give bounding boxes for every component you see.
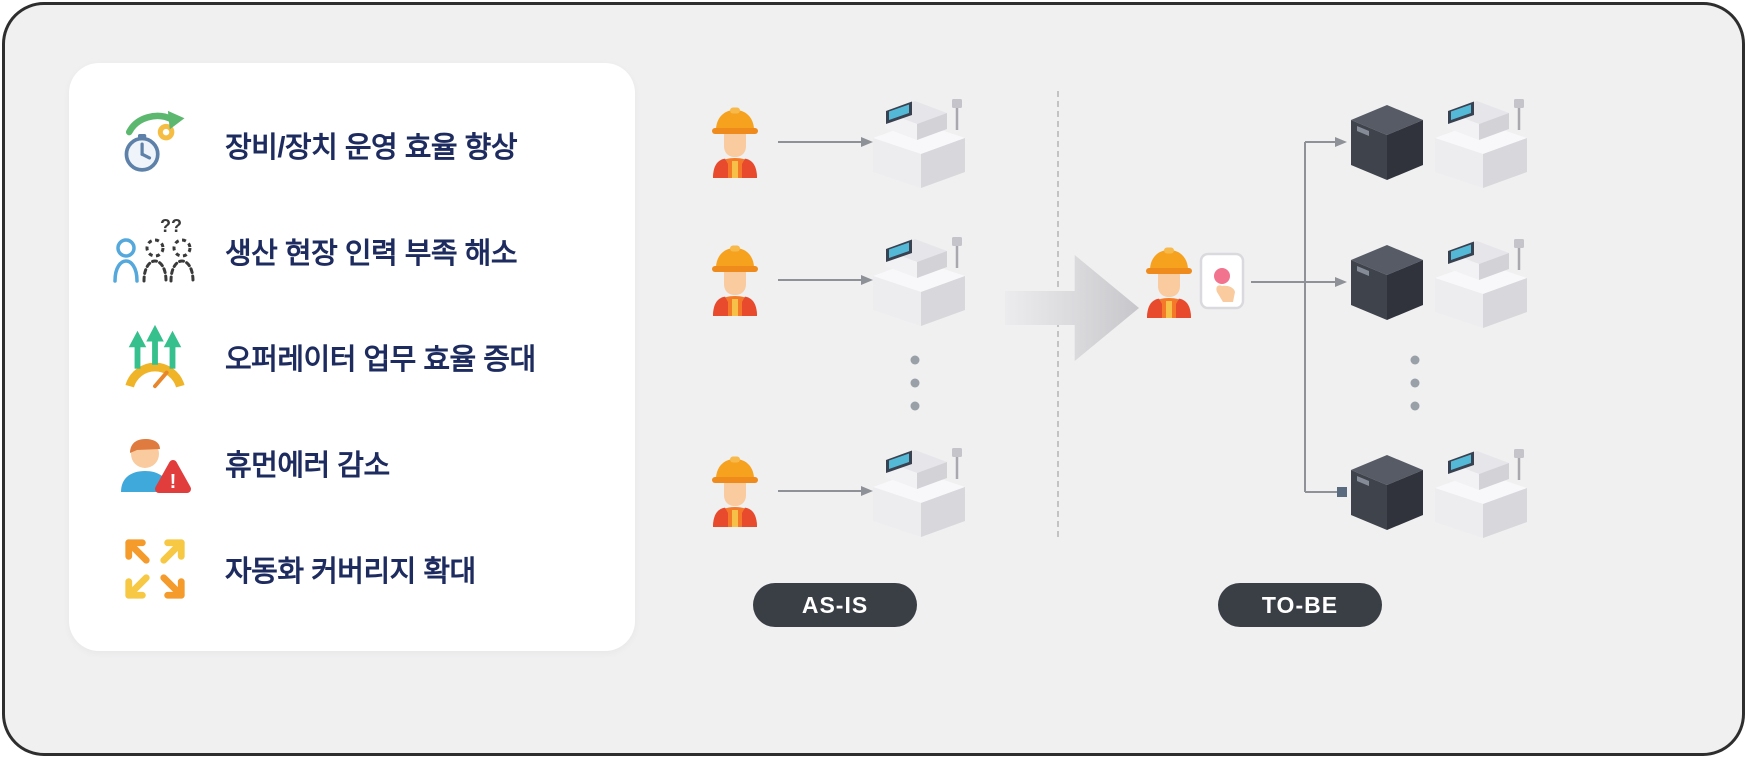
machine-icon	[871, 97, 967, 190]
machine-icon	[1433, 447, 1529, 540]
as-is-badge: AS-IS	[753, 583, 917, 627]
worker-with-tablet-icon	[1129, 238, 1251, 326]
benefit-item-operator-efficiency: 오퍼레이터 업무 효율 증대	[113, 319, 605, 395]
benefit-label: 휴먼에러 감소	[225, 450, 390, 482]
worker-icon	[712, 456, 758, 527]
benefit-label: 오퍼레이터 업무 효율 증대	[225, 344, 536, 376]
to-be-badge: TO-BE	[1218, 583, 1382, 627]
expand-arrows-icon	[113, 534, 197, 604]
rising-arrows-icon	[113, 322, 197, 392]
controller-box-icon	[1351, 245, 1423, 320]
transition-arrow-icon	[1005, 255, 1139, 361]
benefit-item-equipment-efficiency: 장비/장치 운영 효율 향상	[113, 107, 605, 183]
controller-box-icon	[1351, 105, 1423, 180]
flow-arrow-icon	[777, 485, 873, 497]
human-error-icon	[113, 428, 197, 498]
controller-box-icon	[1351, 455, 1423, 530]
ellipsis-dots-icon	[910, 355, 920, 411]
machine-icon	[871, 446, 967, 539]
benefit-item-manpower-shortage: 생산 현장 인력 부족 해소	[113, 213, 605, 289]
benefit-label: 장비/장치 운영 효율 향상	[225, 132, 518, 164]
benefit-item-automation-coverage: 자동화 커버리지 확대	[113, 531, 605, 607]
benefits-card: 장비/장치 운영 효율 향상 생산 현장 인력 부족 해소 오퍼레이터 업무 효…	[69, 63, 635, 651]
flow-arrow-icon	[777, 136, 873, 148]
flow-arrow-icon	[777, 274, 873, 286]
ellipsis-dots-icon	[1410, 355, 1420, 411]
worker-icon	[712, 107, 758, 178]
gauge-growth-icon	[113, 110, 197, 180]
people-shortage-icon	[113, 216, 195, 283]
benefit-label: 자동화 커버리지 확대	[225, 556, 476, 588]
benefit-label: 생산 현장 인력 부족 해소	[225, 238, 518, 270]
machine-icon	[1433, 97, 1529, 190]
machine-icon	[871, 235, 967, 328]
branch-connector	[1251, 137, 1347, 497]
benefit-item-human-error: 휴먼에러 감소	[113, 425, 605, 501]
worker-icon	[712, 245, 758, 316]
machine-icon	[1433, 237, 1529, 330]
